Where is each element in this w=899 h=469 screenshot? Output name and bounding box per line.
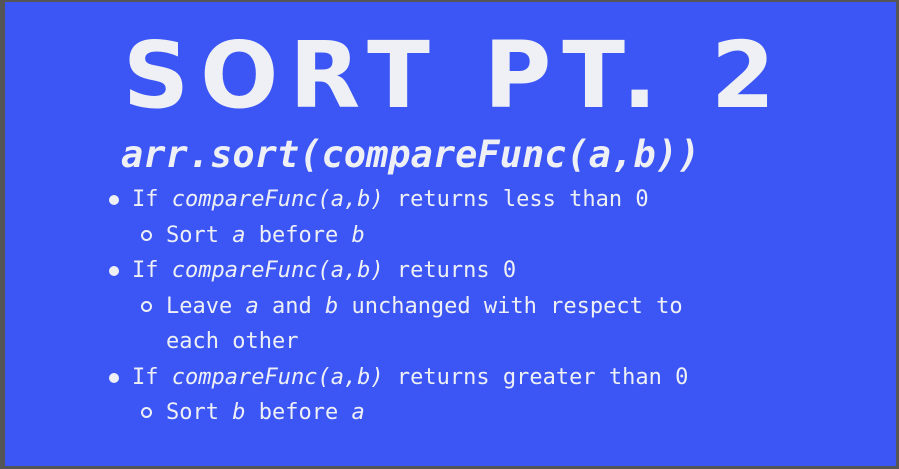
bullet-ring-icon — [141, 300, 152, 312]
bullet-dot-icon — [109, 372, 119, 383]
sub-bullet-text: Sort — [166, 222, 233, 248]
bullet-dot-icon — [109, 195, 119, 205]
bullet-suffix: returns greater than 0 — [383, 364, 689, 390]
bullet-prefix: If — [132, 187, 172, 212]
bullet-ring-icon — [141, 229, 152, 241]
bullet-suffix: returns 0 — [383, 258, 517, 283]
sub-bullet-variable: b — [351, 222, 365, 248]
bullet-function: compareFunc(a,b) — [171, 364, 384, 390]
bullet-list: If compareFunc(a,b) returns less than 0 … — [105, 182, 825, 431]
sub-bullet-text: unchanged with respect to — [338, 293, 683, 319]
sub-bullet-text: before — [245, 400, 352, 425]
sub-bullet-variable: a — [232, 222, 246, 248]
bullet-ring-icon — [141, 407, 152, 418]
sub-bullet-variable: a — [245, 293, 259, 319]
sub-bullet-continuation: each other — [105, 324, 825, 360]
sub-bullet-variable: a — [351, 400, 365, 425]
slide-title: SORT PT. 2 — [122, 22, 787, 129]
bullet-function: compareFunc(a,b) — [171, 258, 384, 283]
bullet-function: compareFunc(a,b) — [171, 187, 384, 212]
sub-bullet-text: before — [245, 222, 352, 248]
bullet-prefix: If — [132, 364, 172, 390]
sub-bullet-variable: b — [232, 400, 246, 425]
sub-bullet-text: Leave — [166, 293, 246, 319]
bullet-item: If compareFunc(a,b) returns 0 — [105, 253, 825, 289]
sub-bullet-item: Leave a and b unchanged with respect to — [105, 289, 825, 325]
slide-subtitle: arr.sort(compareFunc(a,b)) — [121, 133, 701, 176]
bullet-suffix: returns less than 0 — [383, 187, 649, 212]
sub-bullet-text: and — [258, 293, 325, 319]
sub-bullet-item: Sort b before a — [105, 395, 825, 431]
bullet-dot-icon — [109, 266, 119, 276]
bullet-prefix: If — [132, 258, 172, 283]
sub-bullet-item: Sort a before b — [105, 218, 825, 254]
bullet-item: If compareFunc(a,b) returns greater than… — [105, 360, 825, 396]
sub-bullet-variable: b — [324, 293, 339, 319]
bullet-item: If compareFunc(a,b) returns less than 0 — [105, 182, 825, 218]
sub-bullet-text: each other — [166, 329, 299, 354]
sub-bullet-text: Sort — [166, 400, 233, 425]
